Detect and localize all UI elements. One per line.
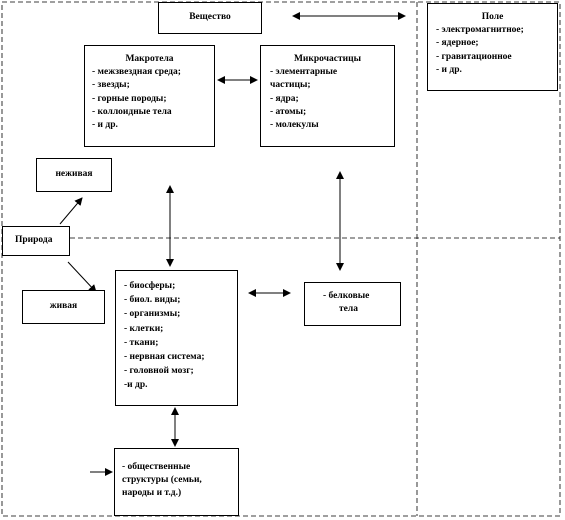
node-obshchestvennye-item: - общественные	[122, 462, 191, 472]
node-biosfera: - биосферы; - биол. виды; - организмы; -…	[115, 270, 238, 406]
node-priroda: Природа	[2, 226, 70, 256]
node-makrotela-item: - и др.	[92, 120, 118, 131]
node-biosfera-item: - ткани;	[124, 337, 159, 348]
node-pole-item: - электромагнитное;	[436, 25, 524, 36]
node-makrotela-item: - коллоидные тела	[92, 106, 172, 117]
node-biosfera-item: - биосферы;	[124, 281, 176, 291]
node-pole-item: - гравитационное	[436, 51, 512, 62]
node-obshchestvennye: - общественные структуры (семьи, народы …	[114, 448, 239, 516]
node-makrotela-item: - звезды;	[92, 80, 130, 91]
node-mikrochastitsy-item: - ядра;	[270, 93, 299, 104]
node-zhivaya: живая	[22, 290, 105, 324]
node-priroda-title: Природа	[15, 235, 53, 246]
node-biosfera-item: - биол. виды;	[124, 295, 181, 306]
arrow-priroda-nezhivaya	[59, 197, 83, 225]
node-biosfera-item: - клетки;	[124, 323, 164, 334]
node-veshchestvo: Вещество	[158, 2, 262, 34]
node-makrotela: Макротела - межзвездная среда; - звезды;…	[84, 45, 215, 147]
node-mikrochastitsy-item: частицы;	[270, 80, 311, 91]
node-pole-item: - ядерное;	[436, 38, 479, 49]
node-mikrochastitsy-item: - элементарные	[270, 67, 338, 78]
node-pole-title: Поле	[481, 12, 504, 22]
node-zhivaya-title: живая	[49, 301, 78, 312]
node-veshchestvo-title: Вещество	[189, 12, 231, 23]
node-mikrochastitsy-title: Микрочастицы	[293, 54, 362, 64]
node-belkovye-item: тела	[339, 304, 358, 315]
node-belkovye-item: - белковые	[323, 291, 370, 301]
node-pole-item: - и др.	[436, 64, 462, 75]
node-obshchestvennye-item: структуры (семьи,	[122, 475, 202, 486]
node-nezhivaya-title: неживая	[55, 169, 93, 180]
node-mikrochastitsy: Микрочастицы - элементарные частицы; - я…	[260, 45, 395, 147]
node-pole: Поле - электромагнитное; - ядерное; - гр…	[427, 3, 558, 91]
node-makrotela-title: Макротела	[125, 54, 174, 64]
node-belkovye: - белковые тела	[304, 282, 401, 326]
node-biosfera-item: - головной мозг;	[124, 366, 194, 377]
node-makrotela-item: - межзвездная среда;	[92, 67, 181, 78]
node-makrotela-item: - горные породы;	[92, 93, 167, 104]
node-biosfera-item: -и др.	[124, 380, 148, 391]
node-mikrochastitsy-item: - атомы;	[270, 106, 307, 117]
node-biosfera-item: - нервная система;	[124, 352, 205, 363]
node-nezhivaya: неживая	[36, 158, 112, 192]
node-biosfera-item: - организмы;	[124, 309, 181, 320]
node-mikrochastitsy-item: - молекулы	[270, 120, 319, 131]
node-obshchestvennye-item: народы и т.д.)	[122, 488, 182, 499]
arrow-priroda-zhivaya	[67, 261, 97, 293]
